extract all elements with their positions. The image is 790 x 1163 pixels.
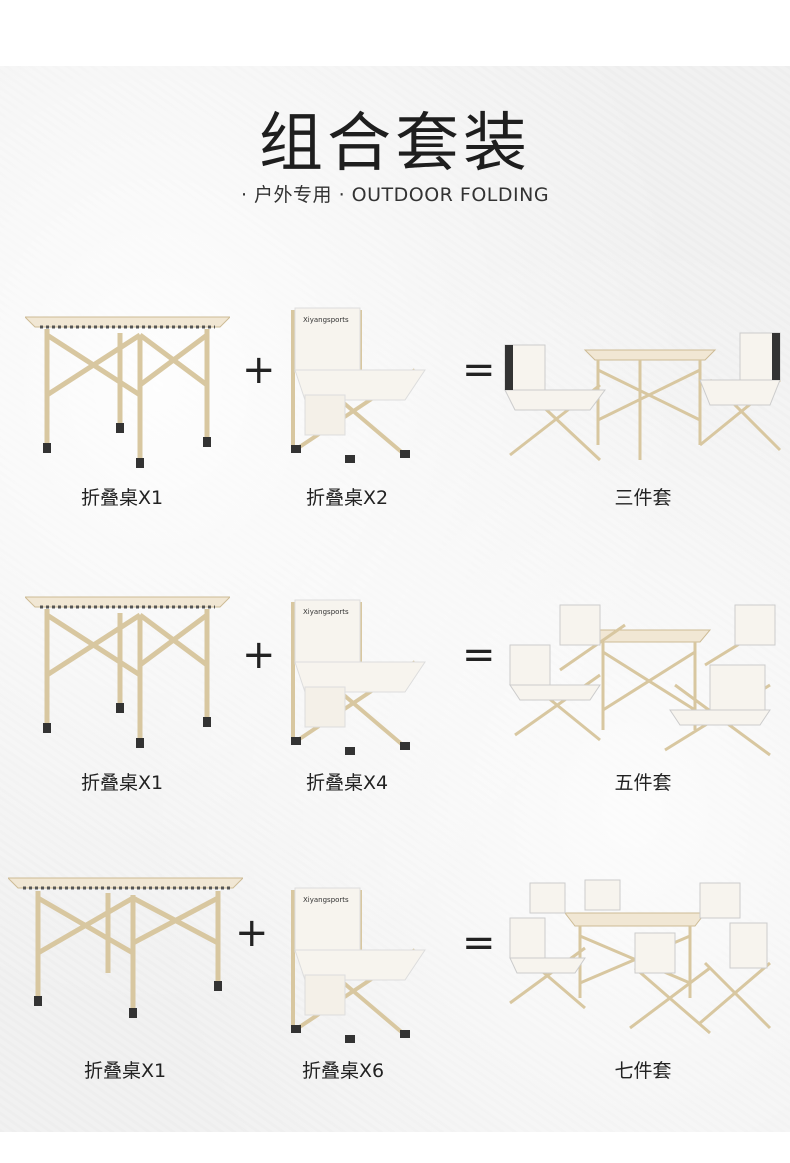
three-piece-set-image — [500, 325, 785, 470]
equals-sign: = — [462, 347, 496, 393]
folding-chair-image: Xiyangsports — [285, 592, 435, 762]
set-label: 七件套 — [614, 1060, 672, 1082]
brand-text: Xiyangsports — [303, 608, 349, 616]
combo-row-2: + Xiyangsports = — [0, 580, 790, 840]
seven-piece-set-image — [505, 878, 780, 1038]
chair-label: 折叠桌X4 — [305, 772, 389, 794]
five-piece-set-image — [505, 600, 785, 765]
equals-sign: = — [462, 920, 496, 966]
folding-chair-image: Xiyangsports — [285, 880, 435, 1050]
set-label: 三件套 — [614, 487, 672, 509]
table-label: 折叠桌X1 — [80, 487, 164, 509]
plus-sign: + — [235, 910, 269, 956]
brand-text: Xiyangsports — [303, 316, 349, 324]
folding-chair-image: Xiyangsports — [285, 300, 435, 470]
brand-text: Xiyangsports — [303, 896, 349, 904]
page-subtitle: · 户外专用 · OUTDOOR FOLDING — [240, 184, 550, 206]
page-title: 组合套装 — [259, 107, 531, 181]
equals-sign: = — [462, 632, 496, 678]
combo-row-3: + Xiyangsports = — [0, 868, 790, 1128]
plus-sign: + — [242, 632, 276, 678]
chair-label: 折叠桌X2 — [305, 487, 389, 509]
table-label: 折叠桌X1 — [83, 1060, 167, 1082]
plus-sign: + — [242, 347, 276, 393]
folding-table-image — [8, 873, 243, 1023]
folding-table-image — [25, 305, 230, 470]
combo-row-1: + Xiyangsports = — [0, 295, 790, 555]
table-label: 折叠桌X1 — [80, 772, 164, 794]
folding-table-image — [25, 585, 230, 755]
chair-label: 折叠桌X6 — [301, 1060, 385, 1082]
set-label: 五件套 — [614, 772, 672, 794]
